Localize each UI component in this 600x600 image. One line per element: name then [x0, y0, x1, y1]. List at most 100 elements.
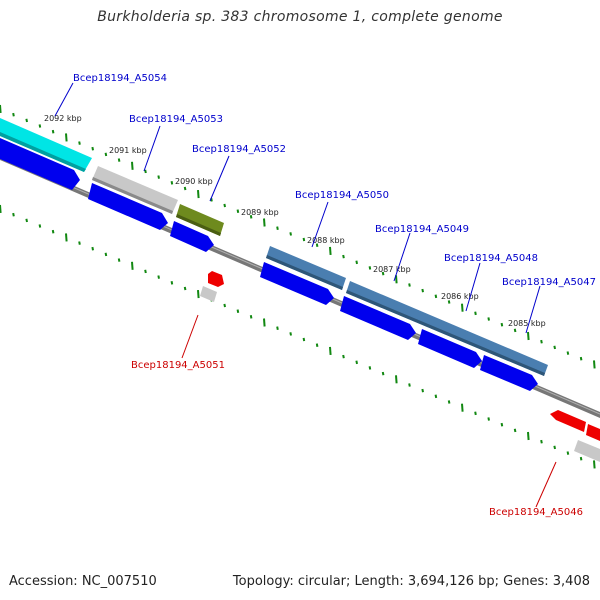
tick-dot: [263, 318, 266, 327]
tick-dot: [579, 456, 583, 461]
tick-dot: [566, 451, 570, 455]
forward-features: [0, 118, 548, 376]
tick-dot: [263, 218, 266, 227]
feature-a5053-upper[interactable]: [92, 166, 178, 214]
tick-dot: [329, 246, 332, 255]
accession-text: Accession: NC_007510: [9, 574, 157, 589]
tick-dot: [593, 460, 596, 469]
tick-dot: [315, 243, 319, 247]
tick-label-2092: 2092 kbp: [44, 114, 82, 123]
tick-dot: [447, 400, 451, 404]
tick-dot: [78, 141, 81, 145]
tick-dot: [421, 388, 424, 393]
tick-dot: [131, 161, 134, 170]
tick-dot: [0, 204, 2, 214]
kbp-tick-labels: 2092 kbp 2091 kbp 2090 kbp 2089 kbp 2088…: [44, 114, 546, 328]
tick-dot: [408, 383, 411, 387]
feature-a5050-upper[interactable]: [266, 246, 346, 290]
outer-tick-dots: [0, 104, 596, 369]
tick-label-2087: 2087 kbp: [373, 265, 411, 274]
tick-dot: [236, 309, 240, 313]
cds-arrow-a5050[interactable]: [260, 262, 334, 305]
cds-arrows: [0, 138, 538, 391]
tick-dot: [38, 124, 42, 128]
tick-dot: [51, 229, 55, 234]
cds-arrow-a5048[interactable]: [418, 329, 482, 368]
gene-label-a5047[interactable]: Bcep18194_A5047: [502, 277, 596, 288]
cds-arrow-a5047[interactable]: [480, 355, 538, 391]
tick-dot: [527, 331, 530, 341]
cds-arrow-a5053[interactable]: [88, 183, 168, 230]
tick-dot: [500, 422, 504, 427]
tick-dot: [170, 281, 174, 285]
tick-dot: [302, 337, 306, 342]
tick-dot: [197, 290, 200, 299]
tick-dot: [51, 129, 55, 134]
tick-dot: [553, 445, 556, 450]
tick-dot: [487, 317, 490, 321]
tick-dot: [421, 288, 424, 293]
tick-dot: [461, 303, 464, 312]
tick-dot: [302, 237, 306, 242]
tick-dot: [447, 300, 451, 304]
tick-dot: [566, 351, 570, 355]
tick-dot: [223, 303, 226, 308]
tick-dot: [355, 260, 358, 265]
tick-dot: [527, 431, 530, 441]
gene-label-a5050[interactable]: Bcep18194_A5050: [295, 190, 389, 201]
tick-dot: [315, 343, 319, 347]
tick-dot: [117, 258, 121, 262]
cds-arrow-a5049[interactable]: [340, 296, 416, 340]
feature-a5046-red-2[interactable]: [586, 424, 600, 441]
tick-dot: [144, 269, 147, 274]
tick-label-2085: 2085 kbp: [508, 319, 546, 328]
inner-tick-dots: [0, 204, 596, 469]
tick-dot: [434, 294, 438, 299]
tick-dot: [104, 252, 108, 257]
tick-dot: [170, 181, 174, 185]
feature-a5051-red[interactable]: [208, 271, 224, 287]
tick-dot: [381, 371, 385, 376]
tick-label-2086: 2086 kbp: [441, 292, 479, 301]
feature-a5046-red[interactable]: [550, 410, 586, 432]
tick-dot: [540, 439, 543, 444]
tick-dot: [579, 356, 583, 361]
tick-label-2089: 2089 kbp: [241, 208, 279, 217]
tick-dot: [408, 283, 411, 287]
tick-dot: [289, 332, 292, 336]
gene-label-a5046[interactable]: Bcep18194_A5046: [489, 507, 583, 518]
gene-labels: Bcep18194_A5054 Bcep18194_A5053 Bcep1819…: [54, 73, 596, 518]
feature-a5049-48-47-upper[interactable]: [346, 281, 548, 376]
tick-dot: [197, 190, 200, 199]
gene-label-a5053[interactable]: Bcep18194_A5053: [129, 114, 223, 125]
gene-label-a5048[interactable]: Bcep18194_A5048: [444, 253, 538, 264]
tick-dot: [368, 266, 372, 270]
tick-dot: [289, 232, 292, 236]
gene-label-a5051[interactable]: Bcep18194_A5051: [131, 360, 225, 371]
gene-label-a5049[interactable]: Bcep18194_A5049: [375, 224, 469, 235]
feature-a5052-upper[interactable]: [176, 204, 224, 236]
tick-dot: [12, 212, 15, 217]
tick-dot: [117, 158, 121, 162]
feature-a5051-grey[interactable]: [200, 286, 217, 302]
tick-dot: [342, 254, 345, 259]
tick-dot: [474, 411, 477, 416]
tick-dot: [381, 271, 385, 276]
tick-dot: [144, 169, 147, 174]
tick-dot: [157, 175, 160, 179]
gene-label-a5052[interactable]: Bcep18194_A5052: [192, 144, 286, 155]
feature-a5046-grey[interactable]: [574, 440, 600, 462]
tick-dot: [91, 146, 94, 151]
gene-label-a5054[interactable]: Bcep18194_A5054: [73, 73, 167, 84]
tick-label-2091: 2091 kbp: [109, 146, 147, 155]
cds-arrow-a5052[interactable]: [170, 221, 214, 252]
reverse-features: [200, 271, 600, 462]
tick-dot: [223, 203, 226, 208]
cds-arrow-a5054[interactable]: [0, 138, 80, 190]
tick-dot: [236, 209, 240, 213]
feature-a5054-upper[interactable]: [0, 118, 92, 172]
genome-summary-text: Topology: circular; Length: 3,694,126 bp…: [232, 574, 590, 589]
tick-dot: [276, 326, 279, 330]
tick-dot: [78, 241, 81, 245]
